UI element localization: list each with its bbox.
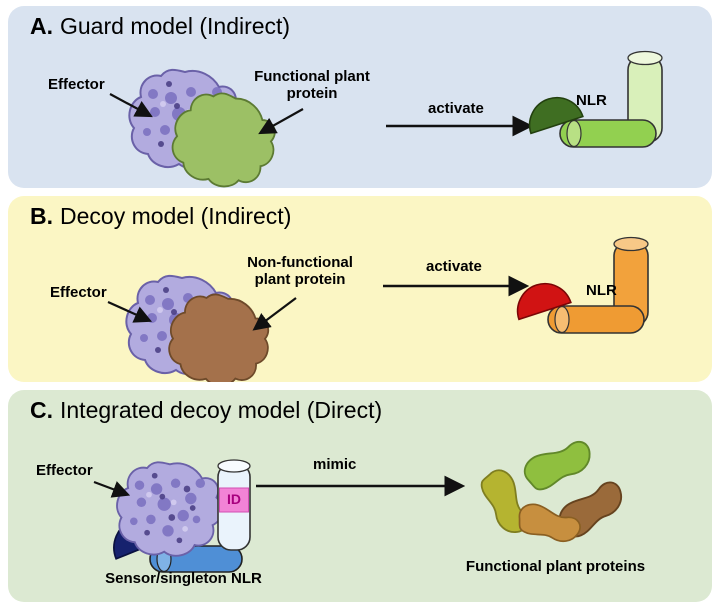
effector-label: Effector [50,284,107,301]
panel-a-letter: A. [30,13,53,39]
nlr-structure [509,236,649,334]
effector-protein-blob [117,462,222,555]
activate-label: activate [426,258,482,275]
panel-c-title: C. Integrated decoy model (Direct) [30,397,383,423]
panel-c-title-text: Integrated decoy model (Direct) [60,397,383,423]
panel-c-graphics [93,431,630,573]
panel-b-title-text: Decoy model (Indirect) [60,203,292,229]
activate-label: activate [428,100,484,117]
functional-plant-proteins-label: Functional plant proteins [465,558,646,575]
nlr-vertical-domain-cap [627,50,663,66]
nlr-label: NLR [586,282,617,299]
sensor-singleton-nlr-label: Sensor/singleton NLR [105,570,262,587]
effector-label: Effector [36,462,93,479]
panel-a-graphics [109,50,663,188]
effector-label: Effector [48,76,105,93]
panel-c-letter: C. [30,397,53,423]
nlr-horizontal-domain [559,119,657,148]
nlr-label: NLR [576,92,607,109]
nlr-structure [521,50,663,148]
id-cylinder-cap [217,459,251,473]
functional-plant-protein-label: Functional plant protein [254,68,370,103]
nlr-horizontal-domain-cap [554,305,570,334]
panel-a-title: A. Guard model (Indirect) [30,13,291,39]
panel-b-graphics [107,236,649,382]
integrated-decoy-domain [217,459,251,551]
panel-integrated-decoy-model: C. Integrated decoy model (Direct) Effect… [8,390,712,602]
id-segment [219,487,249,513]
effector-pointer-arrow [93,480,131,498]
nlr-horizontal-domain-cap [566,119,582,148]
panel-b-letter: B. [30,203,53,229]
panel-b-title: B. Decoy model (Indirect) [30,203,292,229]
panel-guard-model: A. Guard model (Indirect) Effector Functi… [8,6,712,188]
panel-a-title-text: Guard model (Indirect) [60,13,291,39]
plant-protein-pointer-arrow [252,297,297,331]
plant-protein-pointer-arrow [258,108,304,135]
plant-protein-green [518,431,598,496]
nonfunctional-plant-protein-label: Non-functional plant protein [247,254,353,289]
nlr-vertical-domain-cap [613,236,649,252]
effector-pointer-arrow [109,93,153,118]
id-label: ID [227,491,241,507]
nlr-horizontal-domain [547,305,645,334]
mimic-label: mimic [313,456,357,473]
functional-plant-proteins-cluster [475,431,630,546]
effector-pointer-arrow [107,300,153,323]
panel-decoy-model: B. Decoy model (Indirect) Effector Non-fu… [8,196,712,382]
